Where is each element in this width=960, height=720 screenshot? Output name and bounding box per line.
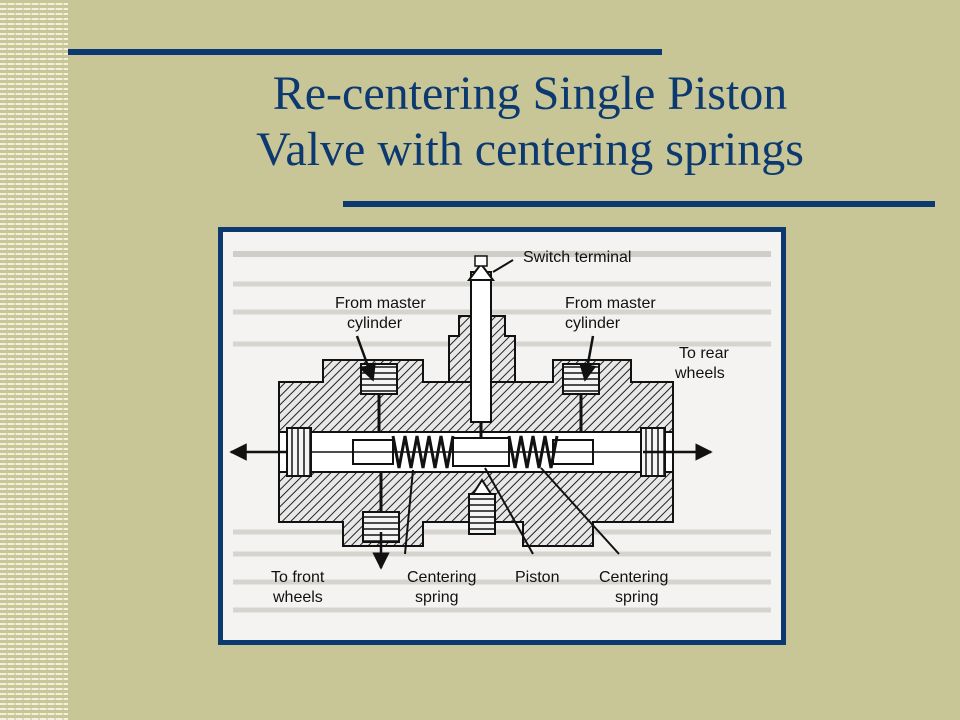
title-rule-top [68, 49, 662, 55]
valve-diagram-figure: Switch terminal From master cylinder Fro… [218, 227, 786, 645]
title-line-2: Valve with centering springs [256, 123, 804, 176]
label-switch-terminal: Switch terminal [523, 249, 631, 266]
title-rule-bottom [343, 201, 935, 207]
label-to-front-1: To front [271, 569, 325, 586]
label-centering-spring-right-2: spring [615, 589, 659, 606]
piston-and-springs [311, 435, 641, 469]
decorative-stripes [0, 0, 68, 720]
label-from-master-left-2: cylinder [347, 315, 403, 332]
label-from-master-left-1: From master [335, 295, 426, 312]
label-to-rear-2: wheels [674, 365, 725, 382]
label-centering-spring-right-1: Centering [599, 569, 668, 586]
leader-lines [404, 259, 620, 555]
switch-assembly [448, 255, 516, 438]
label-to-front-2: wheels [272, 589, 323, 606]
label-from-master-right-1: From master [565, 295, 656, 312]
label-centering-spring-left-2: spring [415, 589, 459, 606]
title-line-1: Re-centering Single Piston [272, 67, 788, 120]
flow-arrows [229, 335, 713, 570]
label-to-rear-1: To rear [679, 345, 729, 362]
label-piston: Piston [515, 569, 559, 586]
diagram-labels: Switch terminal From master cylinder Fro… [271, 249, 729, 606]
slide-title: Re-centering Single Piston Valve with ce… [150, 66, 910, 178]
label-from-master-right-2: cylinder [565, 315, 621, 332]
label-centering-spring-left-1: Centering [407, 569, 476, 586]
valve-diagram: Switch terminal From master cylinder Fro… [223, 232, 781, 640]
